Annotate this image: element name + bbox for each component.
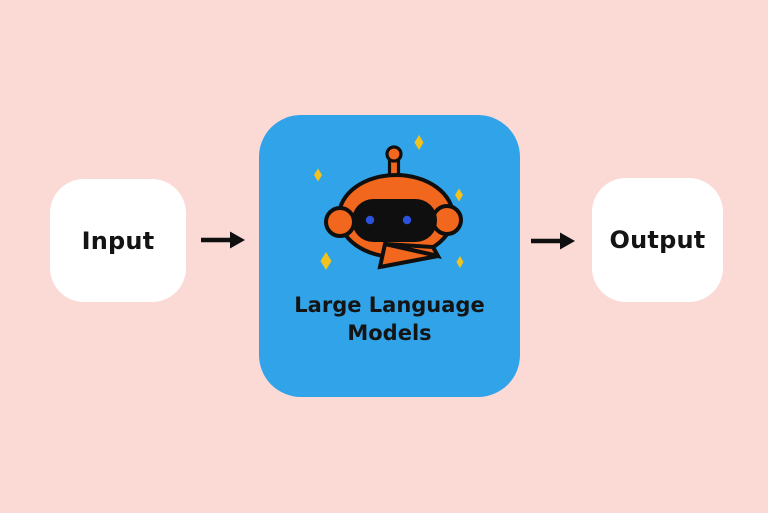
llm-title-line1: Large Language	[294, 293, 485, 317]
robot-icon	[314, 135, 464, 270]
sparkle-icon	[314, 135, 464, 270]
robot-antenna-ball	[385, 145, 403, 163]
robot-face-mask	[352, 199, 437, 242]
robot-ear-left	[324, 206, 356, 238]
llm-title-line2: Models	[347, 321, 432, 345]
robot-eye-right	[402, 215, 412, 225]
input-node-label: Input	[81, 226, 155, 255]
arrow-right-icon	[531, 232, 575, 250]
arrow-right-icon	[201, 231, 245, 249]
robot-ear-right	[431, 204, 463, 236]
llm-card-title: Large Language Models	[259, 291, 520, 347]
llm-card: Large Language Models	[259, 115, 520, 397]
input-node: Input	[50, 179, 186, 302]
robot-eye-left	[365, 215, 375, 225]
output-node: Output	[592, 178, 723, 302]
output-node-label: Output	[609, 226, 706, 254]
robot-beak-fold	[377, 241, 439, 270]
